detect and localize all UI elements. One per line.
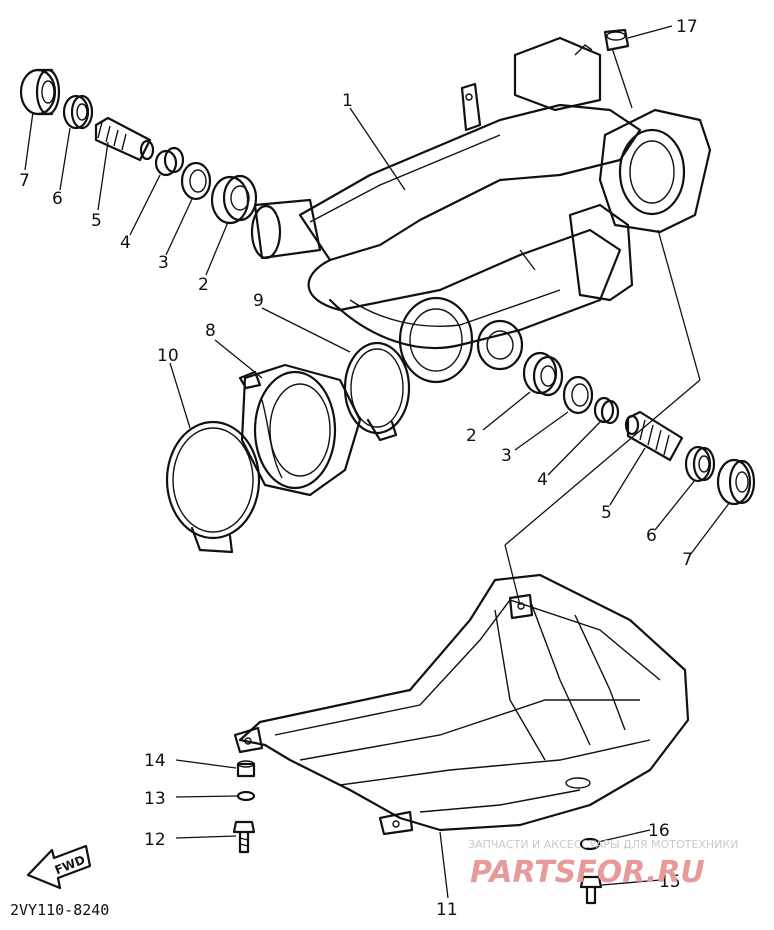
callout-3-right: 3 <box>501 446 512 466</box>
callout-6-left: 6 <box>52 189 63 209</box>
clamp-9 <box>343 341 411 442</box>
callout-10: 10 <box>157 346 179 366</box>
callout-2-left: 2 <box>198 275 209 295</box>
diagram-code: 2VY110-8240 <box>10 901 109 919</box>
bolt-12 <box>232 820 256 854</box>
collar-4-left <box>154 146 185 177</box>
watermark-brand: PARTSFOR.RU <box>470 855 705 890</box>
callout-9: 9 <box>253 291 264 311</box>
callout-5-left: 5 <box>91 211 102 231</box>
callout-4-right: 4 <box>537 470 548 490</box>
callout-5-right: 5 <box>601 503 612 523</box>
pivot-shaft-5-right <box>624 410 684 462</box>
callout-14: 14 <box>144 751 166 771</box>
nut-6-left <box>62 94 94 130</box>
callout-16: 16 <box>648 821 670 841</box>
watermark: ЗАПЧАСТИ И АКСЕССУАРЫ ДЛЯ МОТОТЕХНИКИ PA… <box>468 838 738 890</box>
washer-16 <box>579 837 601 851</box>
left-bearing-stack <box>19 68 258 225</box>
oil-seal-3-right <box>562 375 594 415</box>
washer-13 <box>236 790 256 802</box>
callout-4-left: 4 <box>120 233 131 253</box>
nut-17 <box>603 28 630 52</box>
forward-arrow-icon: FWD <box>26 844 92 890</box>
callout-6-right: 6 <box>646 526 657 546</box>
bearing-2-right <box>522 351 564 397</box>
pivot-shaft-5-left <box>94 116 155 162</box>
callout-7-right: 7 <box>682 550 693 570</box>
oil-seal-3-left <box>180 161 212 201</box>
leader-lines <box>24 25 731 899</box>
dust-cover-7-left <box>19 68 61 116</box>
right-bearing-stack <box>522 351 756 506</box>
callout-3-left: 3 <box>158 253 169 273</box>
callout-13: 13 <box>144 789 166 809</box>
callout-17: 17 <box>676 17 698 37</box>
skid-plate-11 <box>233 573 690 836</box>
watermark-tagline: ЗАПЧАСТИ И АКСЕССУАРЫ ДЛЯ МОТОТЕХНИКИ <box>468 838 738 851</box>
swingarm-part-1 <box>250 36 712 384</box>
callout-7-left: 7 <box>19 171 30 191</box>
clamp-10 <box>165 420 261 554</box>
callout-labels: 1 2 3 4 5 6 7 8 9 10 2 3 4 5 6 7 11 12 1… <box>19 17 698 920</box>
callout-2-right: 2 <box>466 426 477 446</box>
boot-8 <box>238 363 362 497</box>
callout-12: 12 <box>144 830 166 850</box>
callout-11: 11 <box>436 900 458 920</box>
callout-1: 1 <box>342 91 353 111</box>
callout-15: 15 <box>659 872 681 892</box>
dust-cover-7-right <box>716 458 756 506</box>
collar-4-right <box>593 396 620 425</box>
nut-6-right <box>684 445 716 483</box>
bolt-15 <box>579 875 603 905</box>
bearing-2-left <box>210 174 258 225</box>
callout-8: 8 <box>205 321 216 341</box>
nut-14 <box>236 760 256 778</box>
